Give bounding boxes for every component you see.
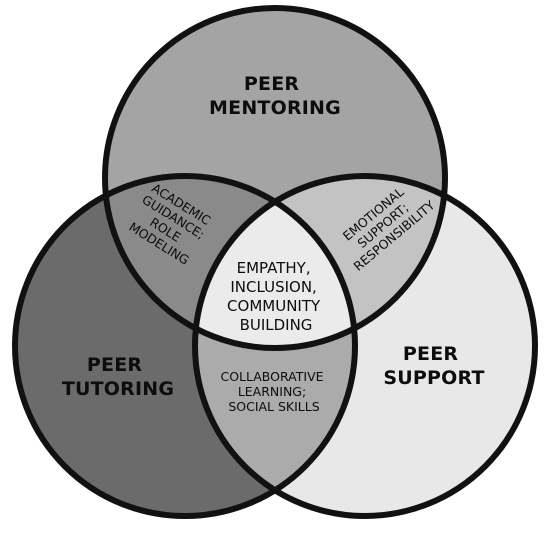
tutoring-circle-outline <box>12 173 358 519</box>
tutoring-support-label: COLLABORATIVE LEARNING; SOCIAL SKILLS <box>220 369 327 414</box>
center-label: EMPATHY, INCLUSION, COMMUNITY BUILDING <box>227 259 325 334</box>
mentoring-tutoring-label: ACADEMIC GUIDANCE; ROLE MODELING <box>124 179 219 269</box>
mentoring-title: PEER MENTORING <box>209 73 341 119</box>
tutoring-title: PEER TUTORING <box>62 354 174 400</box>
center-overlap <box>195 176 355 348</box>
support-title: PEER SUPPORT <box>383 343 484 389</box>
mentoring-circle-outline <box>102 5 448 351</box>
support-circle-outline <box>192 173 538 519</box>
